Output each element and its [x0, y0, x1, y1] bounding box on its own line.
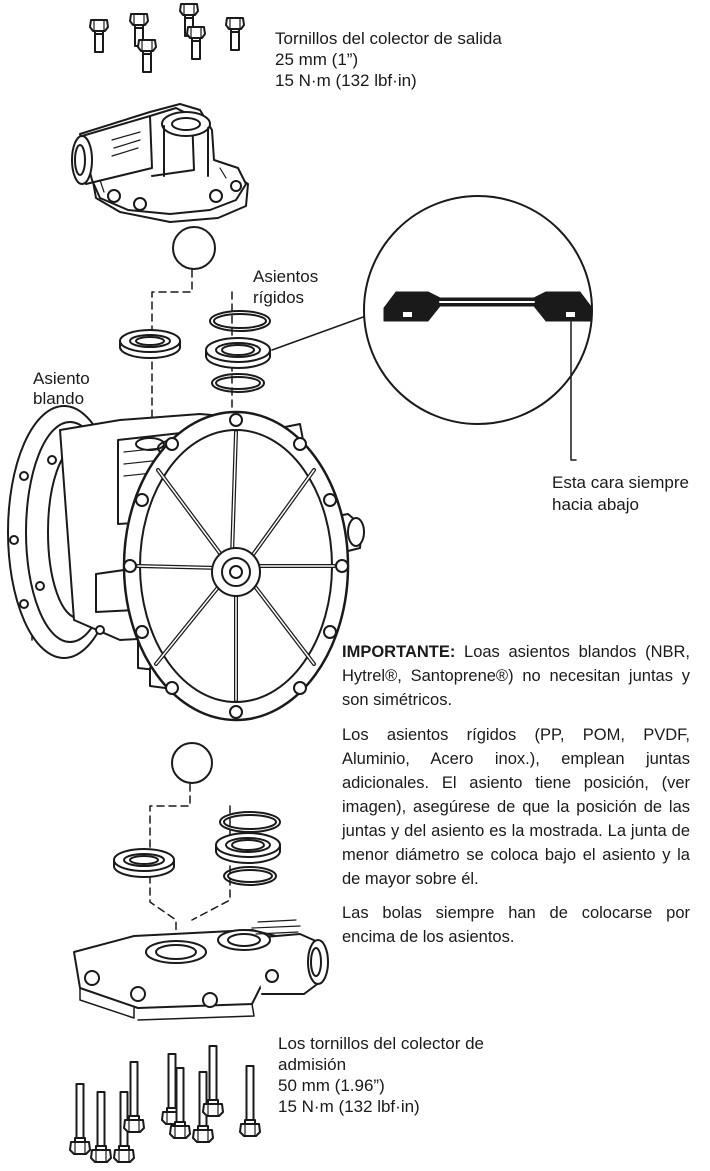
- lower-gasket-small: [223, 866, 277, 886]
- important-text: Loas asientos blandos (NBR, Hytrel®, San…: [342, 643, 690, 709]
- inlet-bolts-torque: 15 N·m (132 lbf·in): [278, 1097, 420, 1116]
- rigid-seats-label-line2: rígidos: [253, 288, 305, 307]
- outlet-bolts-length: 25 mm (1”): [275, 50, 359, 69]
- lower-ball: [171, 742, 213, 784]
- detail-leader-line: [271, 315, 367, 351]
- outlet-bolt: [186, 26, 206, 60]
- upper-rigid-seat: [205, 337, 271, 369]
- upper-gasket-large: [209, 310, 271, 332]
- outlet-manifold: [71, 103, 249, 223]
- inlet-bolt: [239, 1065, 261, 1137]
- inlet-bolts-title-line1: Los tornillos del colector de: [278, 1034, 485, 1053]
- inlet-bolt: [69, 1083, 91, 1155]
- lower-rigid-seat: [215, 832, 281, 864]
- face-note-line1: Esta cara siempre: [552, 473, 689, 492]
- outlet-bolts-title: Tornillos del colector de salida: [275, 29, 502, 48]
- inlet-bolts-length: 50 mm (1.96”): [278, 1076, 385, 1095]
- inlet-bolts-title-line2: admisión: [278, 1055, 347, 1074]
- lower-gasket-large: [219, 811, 281, 833]
- outlet-bolts-torque: 15 N·m (132 lbf·in): [275, 71, 417, 90]
- rigid-seats-label-line1: Asientos: [253, 267, 319, 286]
- seat-detail-circle: [363, 195, 593, 461]
- important-heading: IMPORTANTE:: [342, 643, 456, 661]
- upper-soft-seat: [119, 329, 181, 359]
- outlet-bolt: [225, 17, 245, 51]
- soft-seat-label-line1: Asiento: [33, 369, 90, 388]
- soft-seat-label-line2: blando: [33, 389, 85, 408]
- balls-note: Las bolas siempre han de colocarse por e…: [342, 904, 690, 946]
- important-note: IMPORTANTE: Loas asientos blandos (NBR, …: [342, 640, 690, 712]
- inlet-manifold: [73, 919, 329, 1021]
- upper-ball: [172, 226, 216, 270]
- face-note-line2: hacia abajo: [552, 495, 639, 514]
- inlet-bolt: [90, 1091, 112, 1163]
- upper-gasket-small: [211, 373, 265, 393]
- lower-soft-seat: [113, 848, 175, 878]
- outlet-bolt: [89, 19, 109, 53]
- outlet-bolt: [137, 39, 157, 73]
- pump-body: [7, 405, 365, 722]
- rigid-seats-note: Los asientos rígidos (PP, POM, PVDF, Alu…: [342, 726, 690, 888]
